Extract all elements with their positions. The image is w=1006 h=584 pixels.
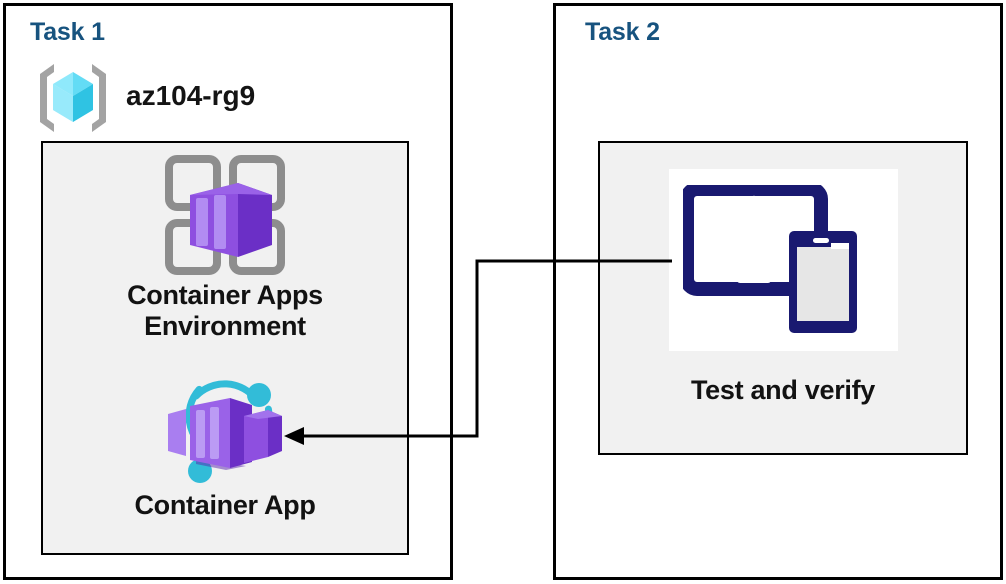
node-label-container-app: Container App bbox=[134, 490, 316, 520]
node-label-test-and-verify: Test and verify bbox=[690, 375, 876, 405]
resource-group-row: az104-rg9 bbox=[34, 60, 334, 136]
container-app-icon bbox=[168, 380, 282, 483]
task-2-title: Task 2 bbox=[585, 18, 660, 46]
node-label-container-apps-environment: Container Apps Environment bbox=[41, 280, 409, 343]
devices-icon-tile bbox=[668, 169, 898, 351]
node-container-apps-environment: Container Apps Environment bbox=[41, 148, 409, 343]
node-label-line-2: Environment bbox=[144, 311, 306, 342]
resource-group-label: az104-rg9 bbox=[126, 80, 256, 111]
task-1-title: Task 1 bbox=[30, 18, 105, 46]
node-container-app: Container App bbox=[41, 374, 409, 521]
container-apps-environment-icon bbox=[165, 155, 285, 275]
resource-group-icon bbox=[40, 64, 106, 132]
node-label-line-1: Container Apps bbox=[127, 280, 323, 310]
node-test-and-verify: Test and verify bbox=[598, 169, 968, 406]
devices-icon bbox=[682, 185, 857, 333]
